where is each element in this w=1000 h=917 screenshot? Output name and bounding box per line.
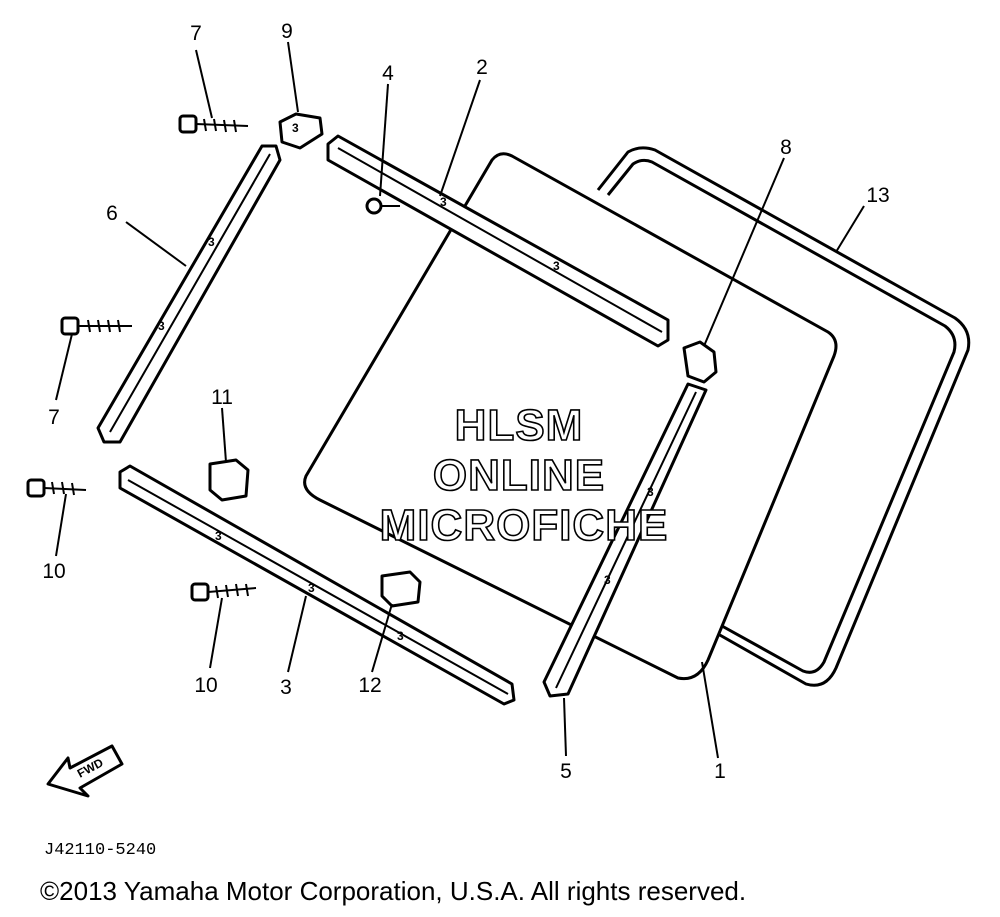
- watermark-line-2: ONLINE: [433, 451, 605, 500]
- part-6-left-rail: 3 3: [96, 144, 282, 444]
- svg-text:3: 3: [208, 235, 215, 249]
- callout-10-left: 10: [42, 560, 65, 583]
- callout-2: 2: [476, 56, 488, 79]
- callout-10-bottom: 10: [194, 674, 217, 697]
- copyright-notice: ©2013 Yamaha Motor Corporation, U.S.A. A…: [40, 876, 746, 906]
- callout-13: 13: [866, 184, 889, 207]
- part-4-screw: [365, 197, 400, 215]
- leader-lines: [55, 41, 865, 759]
- watermark-line-3: MICROFICHE: [380, 501, 669, 550]
- part-5-right-rail: 3 3: [542, 382, 708, 698]
- part-7-screw-lower: [60, 316, 132, 336]
- part-3-lower-rail: 3 3 3: [118, 464, 516, 706]
- svg-text:3: 3: [647, 485, 654, 499]
- part-1-glass-pane: [303, 152, 838, 681]
- part-10-screw-left: [26, 478, 87, 498]
- svg-text:3: 3: [604, 573, 611, 587]
- watermark-line-1: HLSM: [455, 401, 584, 450]
- callout-6: 6: [106, 202, 118, 225]
- callout-7-lower: 7: [48, 406, 60, 429]
- callout-12: 12: [358, 674, 381, 697]
- callout-1: 1: [714, 760, 726, 783]
- part-10-screw-bottom: [190, 582, 257, 602]
- callout-11: 11: [211, 386, 233, 409]
- part-8-corner-cap: [682, 340, 718, 384]
- svg-text:3: 3: [158, 319, 165, 333]
- fwd-arrow-icon: FWD: [46, 744, 124, 798]
- svg-text:3: 3: [292, 121, 299, 135]
- part-2-upper-rail: 3 3: [326, 134, 670, 348]
- svg-text:3: 3: [215, 529, 222, 543]
- part-12-clip: [380, 570, 422, 608]
- callout-3: 3: [280, 676, 292, 699]
- part-7-screw-upper: [178, 114, 249, 134]
- svg-text:3: 3: [553, 259, 560, 273]
- callout-7-upper: 7: [190, 22, 202, 45]
- svg-text:3: 3: [397, 629, 404, 643]
- part-9-corner-cap: 3: [278, 112, 324, 150]
- figure-code: J42110-5240: [44, 841, 156, 860]
- callout-5: 5: [560, 760, 572, 783]
- callout-4: 4: [382, 62, 394, 85]
- svg-text:3: 3: [440, 195, 447, 209]
- part-11-clip: [208, 458, 250, 502]
- svg-text:3: 3: [308, 581, 315, 595]
- callout-9: 9: [281, 20, 293, 43]
- callout-8: 8: [780, 136, 792, 159]
